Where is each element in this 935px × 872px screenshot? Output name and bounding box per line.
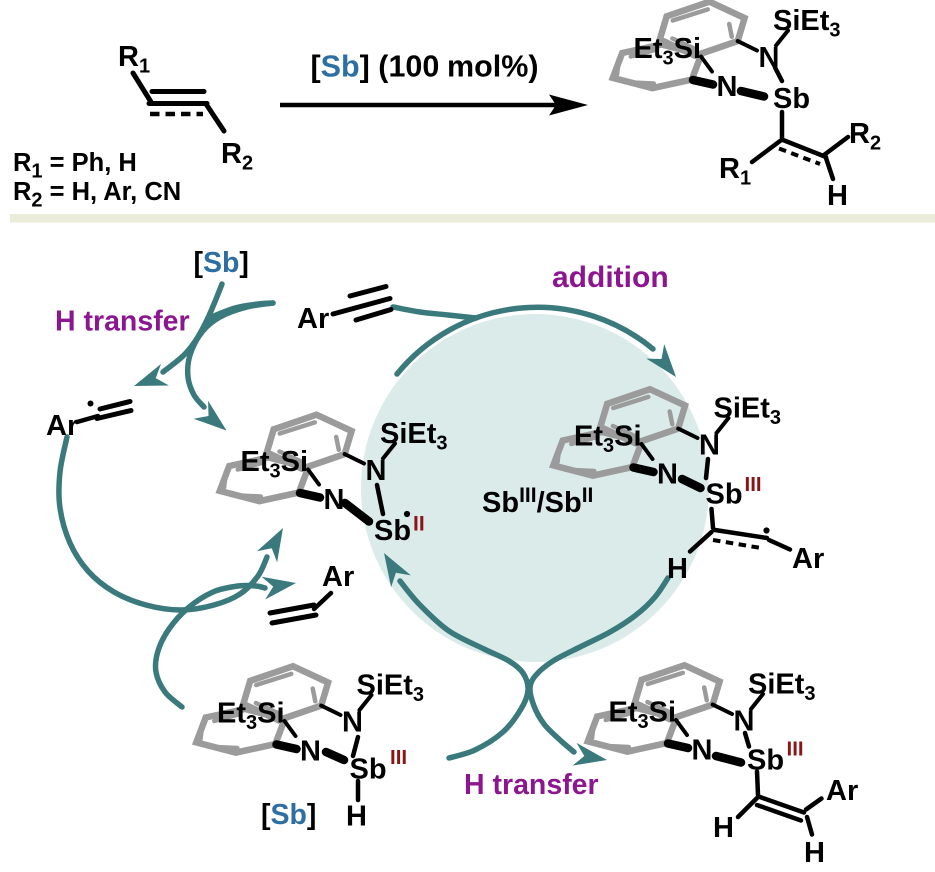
svg-text:[Sb]: [Sb] (261, 799, 316, 831)
svg-text:Ar: Ar (792, 543, 824, 575)
svg-text:H transfer: H transfer (55, 306, 190, 338)
svg-text:Sb: Sb (747, 745, 784, 777)
svg-text:Ar: Ar (297, 303, 329, 335)
svg-text:[Sb]: [Sb] (194, 247, 249, 279)
svg-text:Ar: Ar (826, 775, 858, 807)
svg-text:III: III (390, 746, 407, 769)
svg-text:addition: addition (552, 261, 669, 294)
svg-text:Sb: Sb (374, 515, 411, 547)
svg-text:H: H (804, 837, 825, 867)
svg-text:H: H (346, 801, 367, 833)
svg-text:Ar: Ar (322, 561, 354, 593)
svg-text:[Sb] (100: [Sb] (100 (311, 50, 440, 84)
svg-text:R1 = Ph, H: R1 = Ph, H (13, 149, 137, 183)
svg-text:H transfer: H transfer (464, 769, 599, 801)
svg-text:H: H (713, 812, 734, 844)
svg-text:III: III (745, 473, 762, 496)
svg-text:SbIII/SbII: SbIII/SbII (482, 484, 593, 519)
svg-text:mol%): mol%) (447, 50, 539, 84)
svg-text:H: H (667, 553, 688, 585)
svg-text:Sb: Sb (350, 754, 387, 786)
svg-text:Sb: Sb (773, 83, 810, 115)
svg-text:Sb: Sb (706, 479, 743, 511)
svg-text:H: H (827, 180, 848, 212)
svg-text:Ar: Ar (46, 410, 78, 442)
svg-text:II: II (413, 513, 425, 536)
svg-text:III: III (787, 738, 804, 761)
